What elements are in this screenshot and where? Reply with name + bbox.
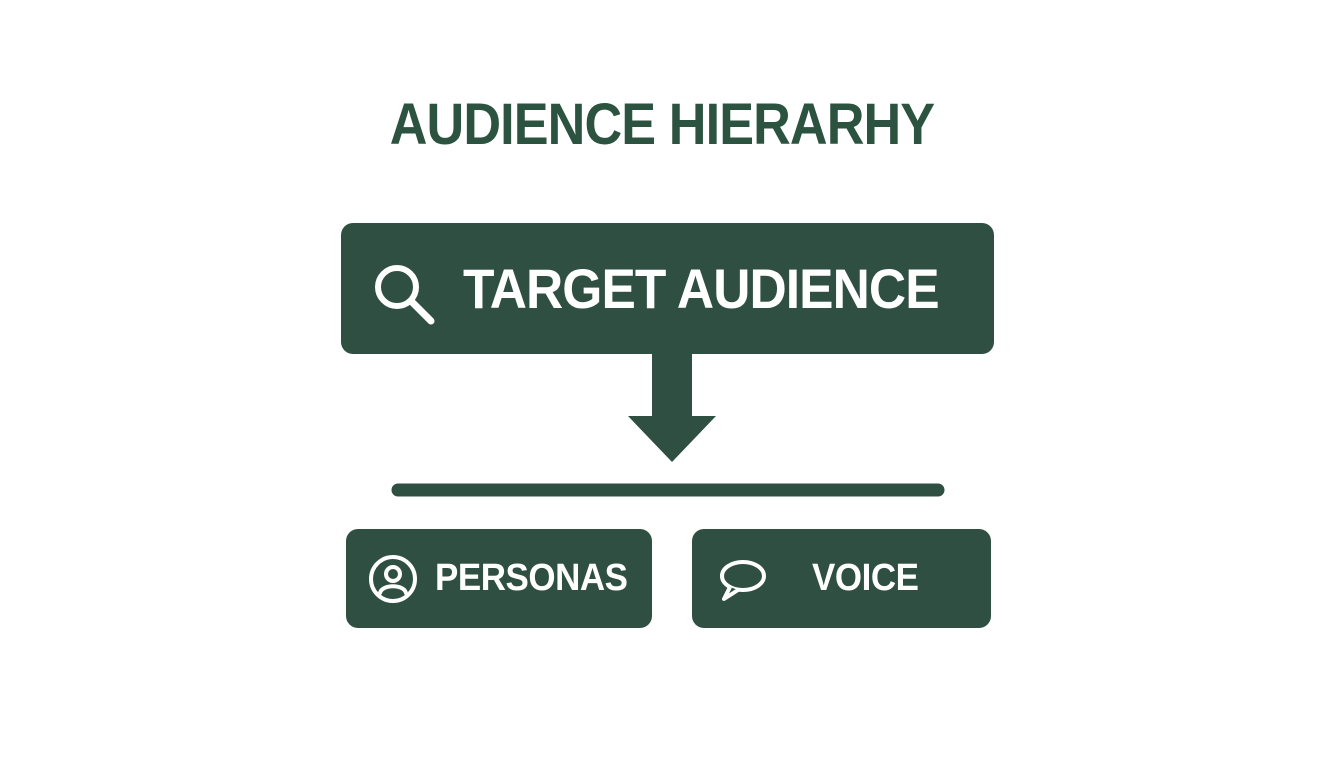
target-audience-node: TARGET AUDIENCE xyxy=(341,223,994,354)
user-icon xyxy=(368,554,418,609)
target-audience-label: TARGET AUDIENCE xyxy=(463,257,940,320)
diagram-title: AUDIENCE HIERARHY xyxy=(389,92,935,157)
voice-label: VOICE xyxy=(812,557,919,599)
search-icon xyxy=(371,261,437,332)
voice-node: VOICE xyxy=(692,529,991,628)
personas-label: PERSONAS xyxy=(435,557,628,599)
down-arrow-icon xyxy=(628,416,716,462)
speech-bubble-icon xyxy=(716,557,768,610)
connector-stem xyxy=(652,352,692,418)
personas-node: PERSONAS xyxy=(346,529,652,628)
